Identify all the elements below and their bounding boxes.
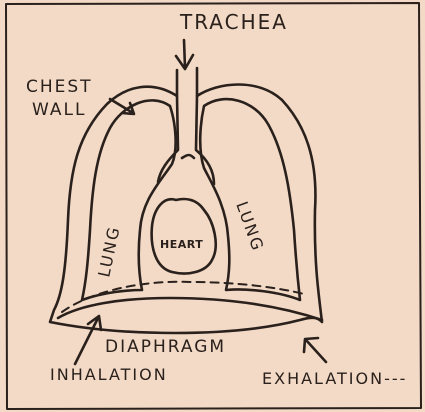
heart-label: HEART: [160, 238, 203, 251]
bronchus-fork: [182, 155, 194, 158]
diaphragm-label: DIAPHRAGM: [105, 337, 226, 357]
lung-right-label: LUNG: [232, 199, 268, 255]
trachea-label: TRACHEA: [179, 10, 288, 34]
lung-left-label: LUNG: [94, 224, 123, 279]
exhalation-label: EXHALATION---: [262, 369, 407, 388]
exhalation-arrow: [304, 338, 326, 362]
heart: [152, 199, 216, 273]
trachea-arrow: [176, 40, 193, 69]
inhalation-arrow: [75, 316, 101, 364]
inhalation-label: INHALATION: [50, 365, 168, 384]
chest-wall-label-line2: WALL: [32, 100, 86, 120]
chest-wall-label-line1: CHEST: [26, 77, 93, 97]
